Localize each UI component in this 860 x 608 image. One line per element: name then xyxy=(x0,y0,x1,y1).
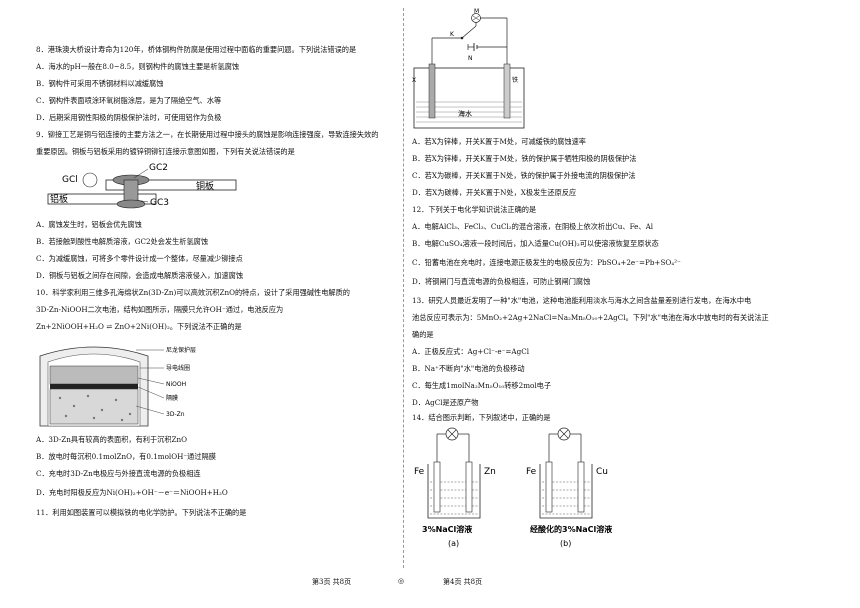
q12-option-c: C．铅蓄电池在充电时，连接电源正极发生的电极反应为：PbSO₄+2e⁻=Pb+S… xyxy=(412,258,681,267)
label-conductive-coil: 导电线圈 xyxy=(166,364,190,372)
q9-option-c: C．为减缓腐蚀，可将多个零件设计成一个整体，尽量减少铆接点 xyxy=(36,254,243,263)
page-number-4: 第4页 共8页 xyxy=(443,578,483,586)
battery-figure: 尼龙保护层 导电线圈 NiOOH 隔膜 3D-Zn xyxy=(39,346,196,427)
question-13-line1: 13．研究人员最近发明了一种"水"电池，这种电池能利用淡水与海水之间含盐量差别进… xyxy=(412,296,752,305)
question-10-line1: 10．科学家利用三维多孔海绵状Zn(3D-Zn)可以高效沉积ZnO的特点，设计了… xyxy=(36,288,350,297)
question-11: 11．利用如图装置可以模拟铁的电化学防护。下列说法不正确的是 xyxy=(36,508,247,517)
q12-option-a: A．电解AlCl₃、FeCl₃、CuCl₂的混合溶液，在阴极上依次析出Cu、Fe… xyxy=(412,222,654,231)
q11-option-a: A．若X为锌棒，开关K置于M处，可减缓铁的腐蚀速率 xyxy=(412,137,586,146)
question-9-line2: 重要原因。铜板与铝板采用的镀锌铜铆钉连接示意图如图，下列有关说法错误的是 xyxy=(36,147,295,156)
q11-option-b: B．若X为锌棒，开关K置于M处，铁的保护属于牺牲阳极的阴极保护法 xyxy=(412,154,637,163)
q12-option-b: B．电解CuSO₄溶液一段时间后，加入适量Cu(OH)₂可以使溶液恢复至原状态 xyxy=(412,239,659,248)
label-x: X xyxy=(412,77,416,84)
q9-option-b: B．若接触到酸性电解质溶液，GC2处会发生析氢腐蚀 xyxy=(36,237,209,246)
question-8: 8．港珠澳大桥设计寿命为120年，桥体钢构件防腐是使用过程中面临的重要问题。下列… xyxy=(36,45,357,54)
column-divider xyxy=(403,8,404,568)
label-gc3: GC3 xyxy=(150,198,169,208)
q13-option-d: D．AgCl是还原产物 xyxy=(412,398,479,407)
label-iron: 铁 xyxy=(512,76,518,84)
q8-option-d: D．后期采用钢性阳极的阴极保护法时，可使用铝作为负极 xyxy=(36,113,222,122)
q12-option-d: D．将钢闸门与直流电源的负极相连，可防止钢闸门腐蚀 xyxy=(412,277,591,286)
label-cu: Cu xyxy=(596,467,608,477)
q8-option-a: A．海水的pH一般在8.0~8.5，则钢构件的腐蚀主要是析氢腐蚀 xyxy=(36,62,240,71)
q9-option-d: D．铜板与铝板之间存在间隙，会造成电解质溶液侵入，加速腐蚀 xyxy=(36,271,244,280)
page-number-3: 第3页 共8页 xyxy=(312,578,352,586)
question-10-equation: Zn+2NiOOH+H₂O ⇌ ZnO+2Ni(OH)₂。下列说法不正确的是 xyxy=(36,322,242,331)
label-separator: 隔膜 xyxy=(166,394,178,402)
q9-option-a: A．腐蚀发生时，铝板会优先腐蚀 xyxy=(36,220,142,229)
label-fe-b: Fe xyxy=(526,467,537,477)
label-copper-plate: 铜板 xyxy=(196,180,214,192)
label-3d-zn: 3D-Zn xyxy=(166,411,185,418)
label-gcl: GCl xyxy=(62,175,78,185)
label-seawater: 海水 xyxy=(458,109,472,118)
rivet-figure: GCl GC2 GC3 铜板 铝板 xyxy=(47,163,237,209)
iron-protection-figure: M K N X 铁 海水 xyxy=(412,8,525,129)
galvanic-cells-figure: Fe Zn 3%NaCl溶液 (a) Fe Cu 经酸化的3%NaCl溶液 (b… xyxy=(414,427,612,548)
question-12: 12．下列关于电化学知识说法正确的是 xyxy=(412,205,537,214)
label-m: M xyxy=(474,8,479,15)
label-niooh: NiOOH xyxy=(166,381,186,388)
q13-option-b: B．Na⁺不断向"水"电池的负极移动 xyxy=(412,364,525,373)
q10-option-d: D．充电时阳极反应为Ni(OH)₂+OH⁻－e⁻＝NiOOH+H₂O xyxy=(36,488,228,497)
q8-option-b: B．钢构件可采用不锈钢材料以减缓腐蚀 xyxy=(36,79,164,88)
label-aluminum-plate: 铝板 xyxy=(50,193,68,205)
binding-mark: ◎ xyxy=(398,577,405,585)
question-14: 14．结合图示判断，下列叙述中，正确的是 xyxy=(412,413,551,422)
q13-option-c: C．每生成1molNa₂Mn₅O₁₀转移2mol电子 xyxy=(412,381,552,390)
q11-option-c: C．若X为碳棒，开关K置于N处，铁的保护属于外接电流的阴极保护法 xyxy=(412,171,636,180)
question-13-line2: 池总反应可表示为：5MnO₂+2Ag+2NaCl=Na₂Mn₅O₁₀+2AgCl… xyxy=(412,313,769,322)
q10-option-a: A．3D-Zn具有较高的表面积，有利于沉积ZnO xyxy=(36,435,188,444)
label-n: N xyxy=(468,55,473,62)
caption-b: (b) xyxy=(560,539,571,548)
caption-a: (a) xyxy=(448,539,459,548)
question-9-line1: 9．铆接工艺是铜与铝连接的主要方法之一，在长期使用过程中接头的腐蚀是影响连接强度… xyxy=(36,130,379,139)
solution-a: 3%NaCl溶液 xyxy=(422,524,472,534)
question-10-line2: 3D-Zn-NiOOH二次电池，结构如图所示，隔膜只允许OH⁻通过，电池反应为 xyxy=(36,305,284,314)
label-gc2: GC2 xyxy=(149,163,168,173)
q13-option-a: A．正极反应式：Ag+Cl⁻-e⁻=AgCl xyxy=(412,347,529,356)
label-fe-a: Fe xyxy=(414,467,425,477)
q11-option-d: D．若X为碳棒，开关K置于N处，X极发生还原反应 xyxy=(412,188,577,197)
label-zn: Zn xyxy=(484,467,496,477)
q10-option-b: B．放电时每沉积0.1molZnO，有0.1molOH⁻通过隔膜 xyxy=(36,452,216,461)
label-k: K xyxy=(450,31,455,38)
label-nylon-layer: 尼龙保护层 xyxy=(166,346,196,354)
solution-b: 经酸化的3%NaCl溶液 xyxy=(530,524,612,534)
q10-option-c: C．充电时3D-Zn电极应与外接直流电源的负极相连 xyxy=(36,469,201,478)
q8-option-c: C．钢构件表面喷涂环氧树脂涂层，是为了隔绝空气、水等 xyxy=(36,96,222,105)
question-13-line3: 确的是 xyxy=(412,330,434,339)
